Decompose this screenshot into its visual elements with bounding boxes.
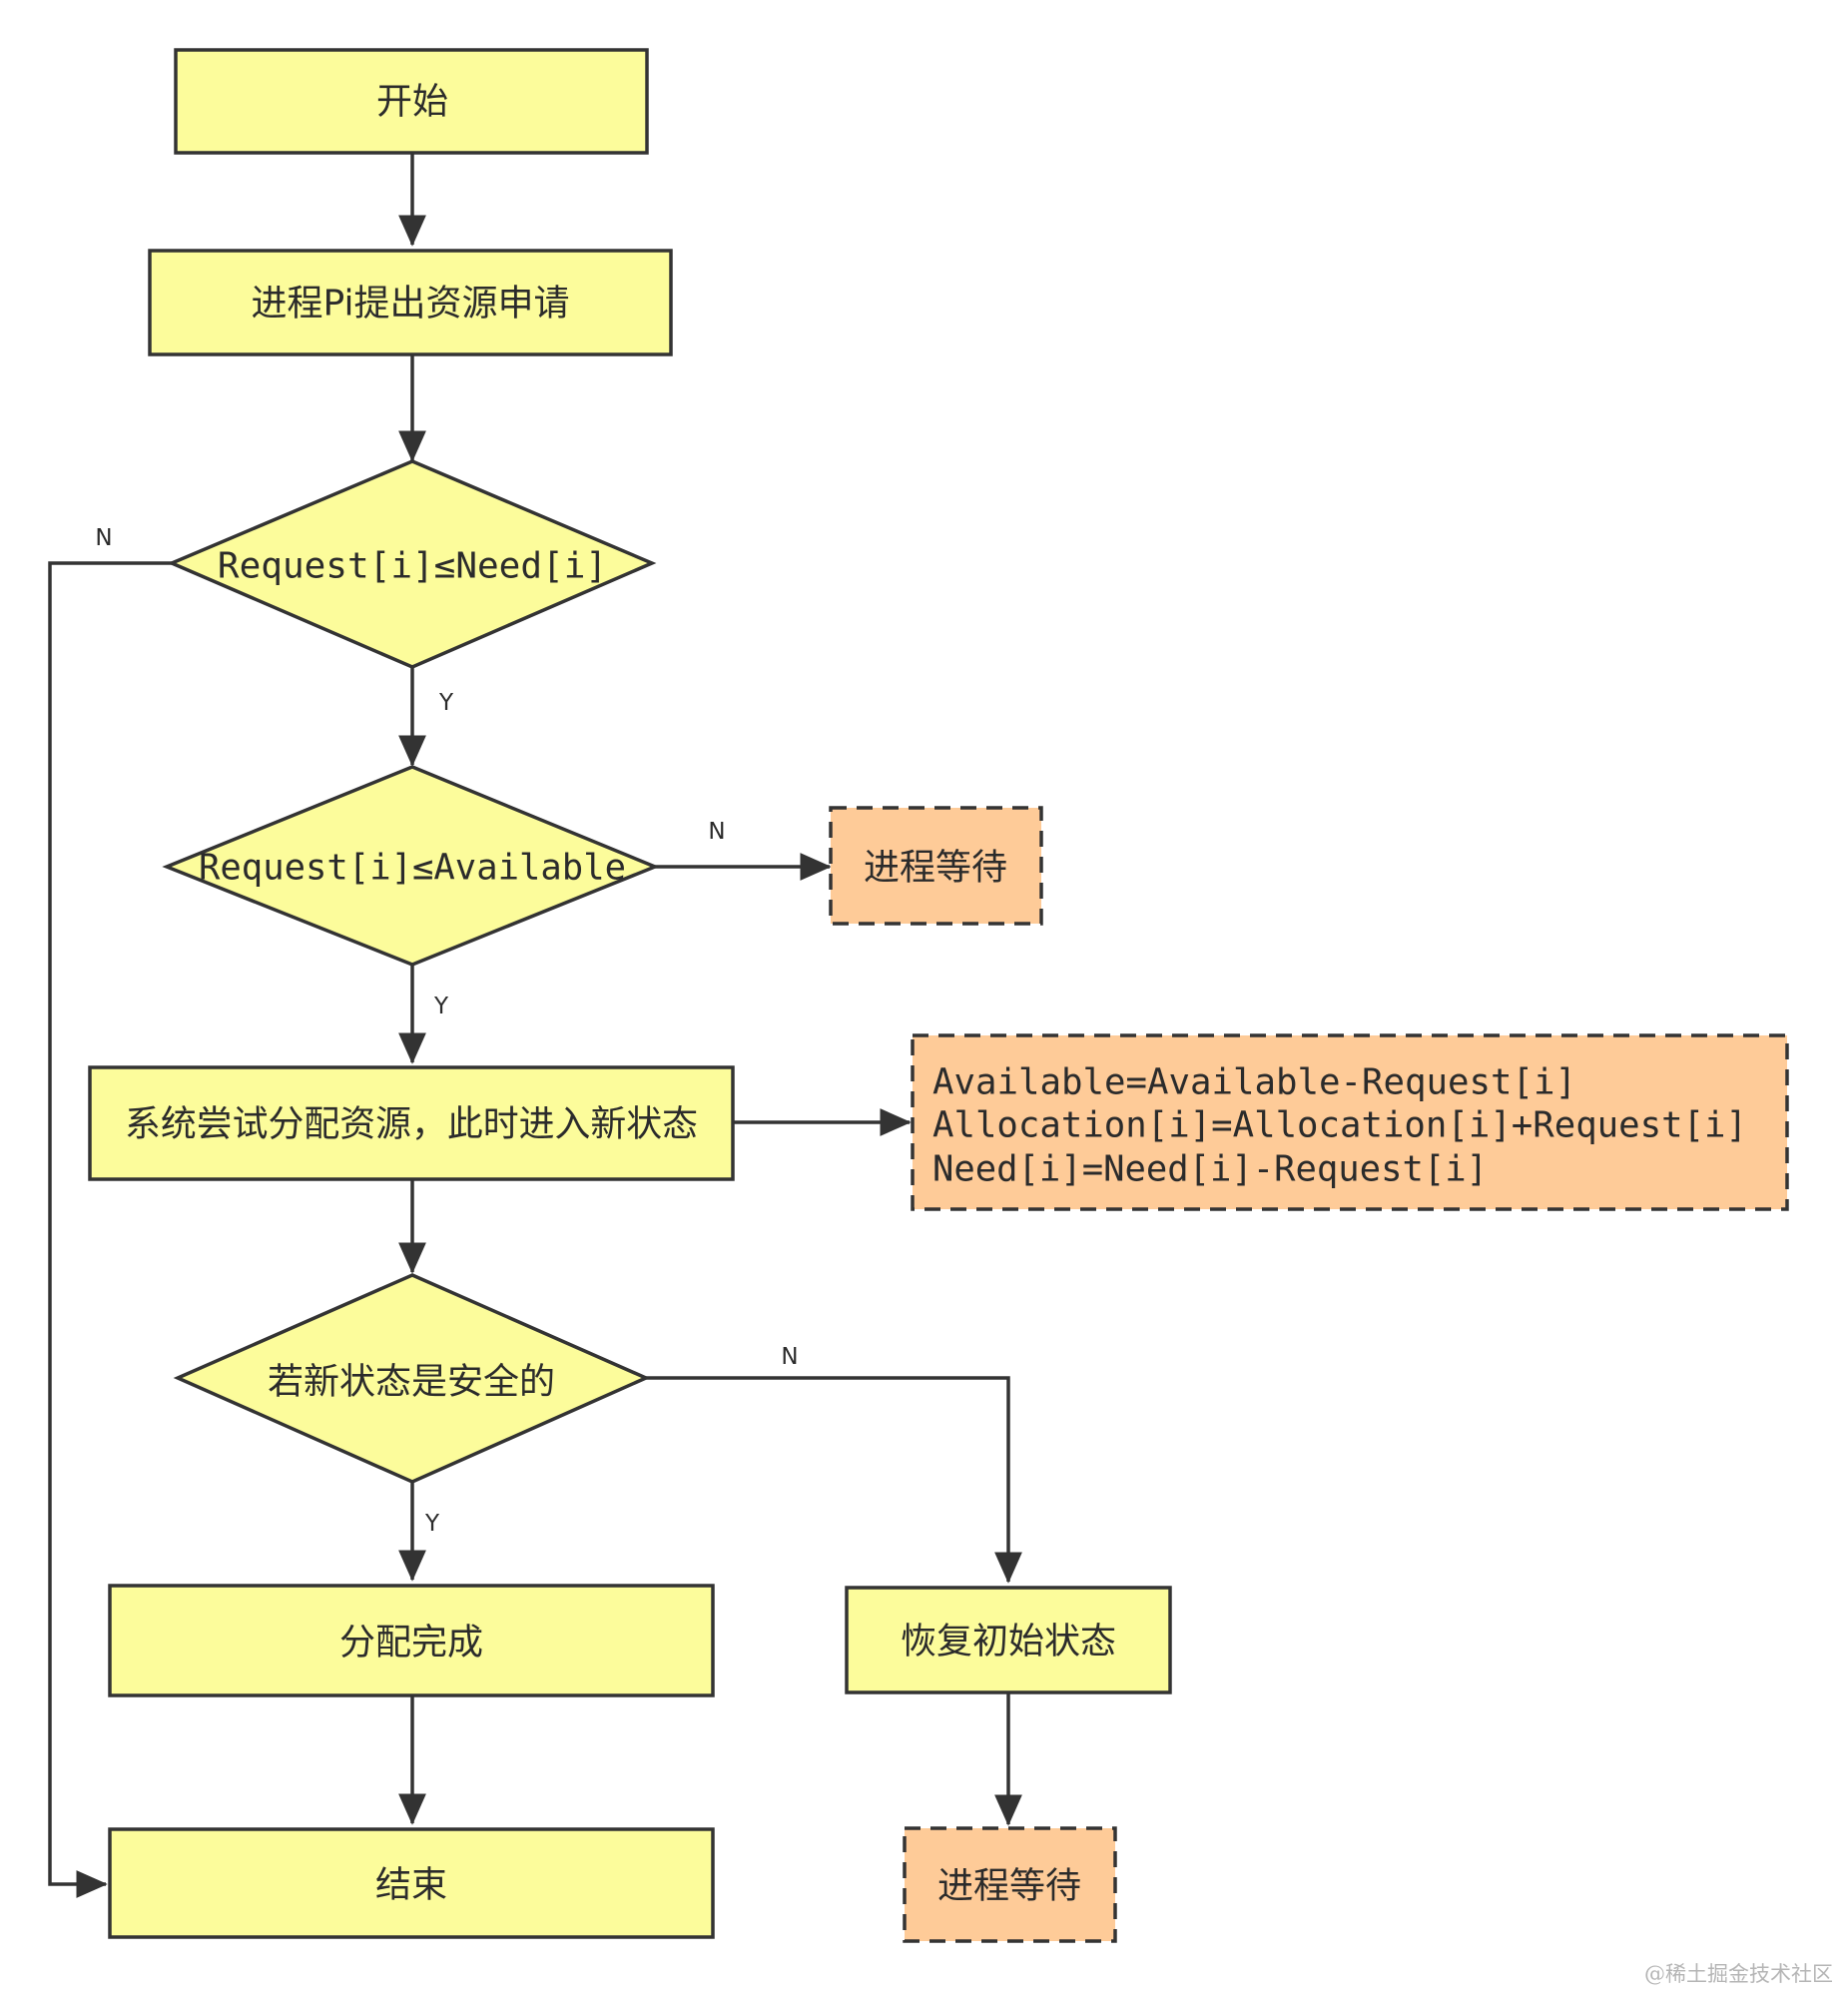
available-check-diamond — [162, 765, 660, 967]
edge-need-check-no-to-end — [48, 561, 172, 1898]
try-allocate-box — [88, 1065, 735, 1181]
state-update-line-1: Available=Available-Request[i] — [932, 1062, 1576, 1103]
allocate-done-box — [108, 1584, 715, 1697]
node-available-check: Request[i]≤Available — [162, 765, 660, 967]
wait-1-label: 进程等待 — [864, 848, 1007, 889]
edge-label-available-yes: Y — [433, 994, 449, 1019]
restore-state-box — [845, 1586, 1172, 1694]
available-check-label: Request[i]≤Available — [199, 848, 626, 889]
wait-2-box — [903, 1826, 1117, 1943]
need-check-label: Request[i]≤Need[i] — [218, 546, 607, 587]
edge-safe-check-to-restore — [646, 1376, 1022, 1584]
request-label: 进程Pi提出资源申请 — [252, 284, 570, 325]
end-label: 结束 — [375, 1865, 447, 1906]
safe-check-diamond — [173, 1273, 651, 1484]
node-need-check: Request[i]≤Need[i] — [167, 459, 657, 669]
edges — [48, 153, 1022, 1898]
restore-state-label: 恢复初始状态 — [901, 1622, 1116, 1663]
start-box — [174, 48, 649, 155]
allocate-done-label: 分配完成 — [339, 1623, 483, 1664]
edge-label-need-no: N — [95, 525, 112, 551]
node-wait-2: 进程等待 — [903, 1826, 1117, 1943]
edge-label-need-yes: Y — [438, 690, 454, 716]
node-try-allocate: 系统尝试分配资源，此时进入新状态 — [88, 1065, 735, 1181]
edge-label-safe-yes: Y — [424, 1511, 440, 1537]
wait-1-box — [829, 806, 1043, 926]
edge-labels: N Y N Y N Y — [95, 525, 798, 1537]
node-allocate-done: 分配完成 — [108, 1584, 715, 1697]
node-restore-state: 恢复初始状态 — [845, 1586, 1172, 1694]
node-wait-1: 进程等待 — [829, 806, 1043, 926]
node-start: 开始 — [174, 48, 649, 155]
start-label: 开始 — [376, 82, 448, 123]
edge-label-available-no: N — [708, 819, 725, 845]
end-box — [108, 1827, 715, 1939]
node-safe-check: 若新状态是安全的 — [173, 1273, 651, 1484]
request-box — [148, 249, 673, 356]
need-check-diamond — [167, 459, 657, 669]
state-update-box — [911, 1033, 1789, 1211]
try-allocate-label: 系统尝试分配资源，此时进入新状态 — [125, 1104, 698, 1145]
node-request: 进程Pi提出资源申请 — [148, 249, 673, 356]
state-update-line-2: Allocation[i]=Allocation[i]+Request[i] — [932, 1105, 1747, 1146]
edge-label-safe-no: N — [781, 1344, 798, 1370]
wait-2-label: 进程等待 — [937, 1866, 1081, 1907]
node-state-update: Available=Available-Request[i] Allocatio… — [911, 1033, 1789, 1211]
state-update-line-3: Need[i]=Need[i]-Request[i] — [932, 1149, 1488, 1190]
node-end: 结束 — [108, 1827, 715, 1939]
watermark: @稀土掘金技术社区 — [1644, 1962, 1833, 1986]
safe-check-label: 若新状态是安全的 — [268, 1362, 555, 1403]
